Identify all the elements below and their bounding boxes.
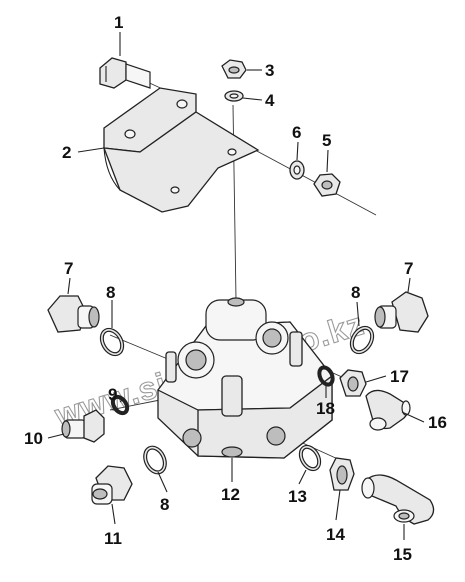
callout-3: 3 <box>265 61 274 80</box>
callout-4: 4 <box>265 91 275 110</box>
part-fitting-bottom <box>91 465 133 505</box>
part-nut-17 <box>339 369 367 397</box>
part-seal-ring-left <box>99 327 125 357</box>
part-bolt <box>99 57 151 89</box>
part-nut-14 <box>329 457 355 491</box>
part-seal-ring-13 <box>298 444 322 472</box>
part-mounting-bracket <box>103 87 260 213</box>
callout-9: 9 <box>108 385 117 404</box>
part-fitting-left <box>47 295 100 333</box>
callout-labels: 1 2 3 4 5 6 7 7 8 8 8 9 10 11 12 13 14 1… <box>24 13 447 564</box>
callout-5: 5 <box>322 131 331 150</box>
leader-lines <box>47 32 425 540</box>
part-fitting-right <box>374 291 429 333</box>
callout-8-left: 8 <box>106 283 115 302</box>
part-washer-top <box>224 90 244 102</box>
part-washer-right <box>289 160 305 180</box>
callout-11: 11 <box>104 529 122 548</box>
part-valve-body <box>157 297 333 459</box>
part-nut-right <box>313 173 341 197</box>
callout-12: 12 <box>221 485 240 504</box>
part-seal-ring-small <box>110 394 130 416</box>
callout-10: 10 <box>24 429 43 448</box>
callout-14: 14 <box>326 525 345 544</box>
callout-15: 15 <box>393 545 412 564</box>
part-seal-ring-right <box>349 325 375 355</box>
callout-1: 1 <box>114 13 123 32</box>
part-elbow-fitting-large <box>361 474 435 525</box>
part-elbow-fitting-small <box>365 389 411 431</box>
callout-2: 2 <box>62 143 71 162</box>
callout-16: 16 <box>428 413 447 432</box>
callout-8-bottom: 8 <box>160 495 169 514</box>
callout-13: 13 <box>288 487 307 506</box>
callout-8-right: 8 <box>351 283 360 302</box>
callout-7-left: 7 <box>64 259 73 278</box>
callout-6: 6 <box>292 123 301 142</box>
callout-17: 17 <box>390 367 409 386</box>
part-seal-ring-bottom <box>143 445 167 475</box>
callout-18: 18 <box>316 399 335 418</box>
part-seal-ring-18 <box>317 365 335 387</box>
callout-7-right: 7 <box>404 259 413 278</box>
part-fitting-small <box>61 409 105 443</box>
part-nut-top <box>221 59 247 79</box>
